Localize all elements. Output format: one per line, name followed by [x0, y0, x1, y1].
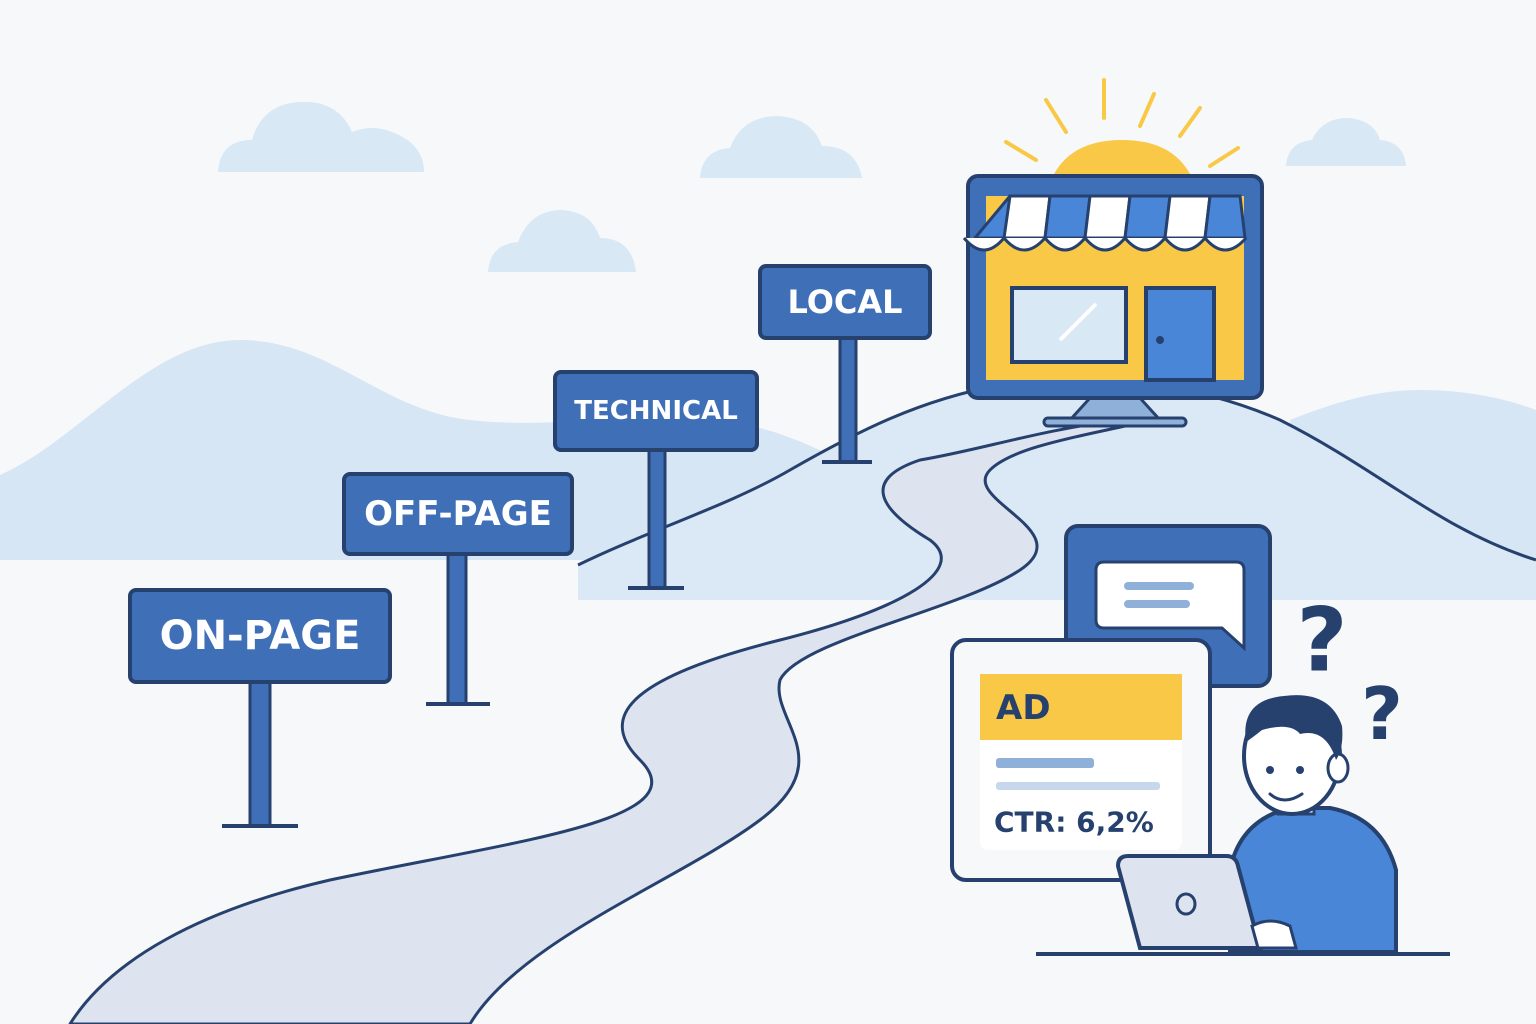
shop-window — [1010, 286, 1128, 364]
sign-label-on-page: ON-PAGE — [160, 613, 361, 659]
cloud-icon — [700, 116, 862, 178]
sign-label-local: LOCAL — [787, 283, 902, 321]
cloud-icon — [1286, 118, 1406, 166]
cloud-icon — [218, 101, 424, 172]
person-with-laptop — [1036, 695, 1450, 956]
signpost-off-page: OFF-PAGE — [342, 472, 574, 706]
ad-title: AD — [996, 688, 1051, 728]
sign-technical — [553, 370, 759, 452]
laptop-icon — [1115, 854, 1298, 950]
signpost-on-page: ON-PAGE — [128, 588, 392, 828]
sign-on-page — [128, 588, 392, 684]
cloud-icon — [488, 210, 636, 272]
ad-header — [980, 674, 1182, 740]
winding-road — [68, 418, 1132, 1024]
main-hill — [578, 379, 1536, 600]
sign-local — [758, 264, 932, 340]
sign-off-page — [342, 472, 574, 556]
person-head — [1242, 695, 1350, 816]
awning — [962, 194, 1248, 252]
person-torso — [1228, 806, 1398, 954]
sign-label-off-page: OFF-PAGE — [364, 494, 552, 534]
ad-metric: CTR: 6,2% — [994, 806, 1154, 839]
storefront-monitor-icon — [962, 174, 1264, 428]
person-hair — [1245, 695, 1343, 760]
ad-card: AD CTR: 6,2% — [950, 638, 1212, 882]
question-mark-icon: ? — [1296, 589, 1347, 692]
shop-door — [1144, 286, 1216, 382]
signpost-local: LOCAL — [758, 264, 932, 464]
sun-icon — [1004, 78, 1240, 178]
background-mountain — [0, 340, 860, 560]
signpost-technical: TECHNICAL — [553, 370, 759, 590]
question-mark-icon: ? — [1361, 672, 1403, 756]
sign-label-technical: TECHNICAL — [574, 396, 738, 426]
